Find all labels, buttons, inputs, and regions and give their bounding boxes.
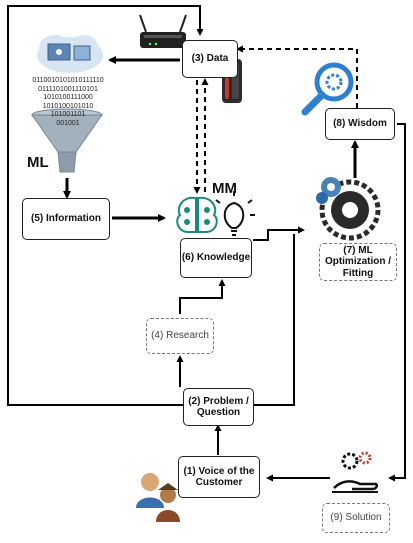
search-gear-icon [301, 62, 354, 116]
binary-line: 1010100101010 [42, 102, 94, 110]
ml-optimization-label-1: (7) ML [343, 244, 373, 256]
data-node[interactable]: (3) Data [182, 40, 238, 78]
solution-hand-icon [332, 451, 379, 493]
voice-label-2: Customer [195, 477, 243, 488]
problem-label-1: (2) Problem / [188, 395, 249, 407]
wisdom-node-label: (8) Wisdom [333, 118, 387, 130]
connector-wisdom-to-solution [388, 123, 406, 482]
connector-problem-to-data [7, 5, 204, 406]
information-node[interactable]: (5) Information [22, 198, 110, 240]
knowledge-node-label: (6) Knowledge [181, 252, 251, 264]
binary-line: 101001101 [50, 111, 86, 119]
binary-line: 0110010101010111110 [32, 77, 104, 84]
customers-icon [136, 473, 180, 522]
voice-of-customer-node[interactable]: (1) Voice of the Customer [178, 456, 260, 498]
cloud-database-icon [37, 35, 103, 73]
binary-line: 1010100111000 [43, 94, 93, 102]
ml-optimization-label-2: Optimization / [324, 256, 392, 268]
connector-wisdom-to-data-dashed [236, 45, 358, 108]
solution-node-label: (9) Solution [330, 512, 382, 524]
lightbulb-icon [215, 191, 255, 236]
research-node[interactable]: (4) Research [146, 318, 214, 354]
mm-label: MM [212, 180, 237, 197]
knowledge-node[interactable]: (6) Knowledge [180, 238, 252, 278]
voice-label-1: (1) Voice of the [183, 465, 255, 477]
binary-line: 0111101001110101 [38, 85, 98, 93]
connector-problem-to-ml-fitting [254, 234, 295, 406]
ml-optimization-node[interactable]: (7) ML Optimization / Fitting [319, 243, 397, 281]
wisdom-node[interactable]: (8) Wisdom [325, 108, 395, 140]
binary-line: 001001 [56, 119, 80, 127]
connector-knowledge-to-ml-fitting [253, 226, 305, 241]
problem-question-node[interactable]: (2) Problem / Question [183, 388, 254, 426]
gears-icon [316, 177, 381, 241]
solution-node[interactable]: (9) Solution [322, 503, 390, 533]
data-node-label: (3) Data [191, 53, 229, 65]
binary-data-text: 0110010101010111110 0111101001110101 101… [8, 77, 128, 129]
information-node-label: (5) Information [31, 213, 101, 225]
ml-label: ML [27, 154, 49, 171]
ai-brain-icon [176, 196, 218, 233]
ml-optimization-label-3: Fitting [342, 267, 374, 279]
ml-funnel-icon [31, 108, 103, 173]
router-icon [139, 14, 187, 48]
connector-research-to-knowledge [179, 279, 226, 314]
problem-label-2: Question [196, 407, 241, 418]
research-node-label: (4) Research [151, 330, 209, 342]
